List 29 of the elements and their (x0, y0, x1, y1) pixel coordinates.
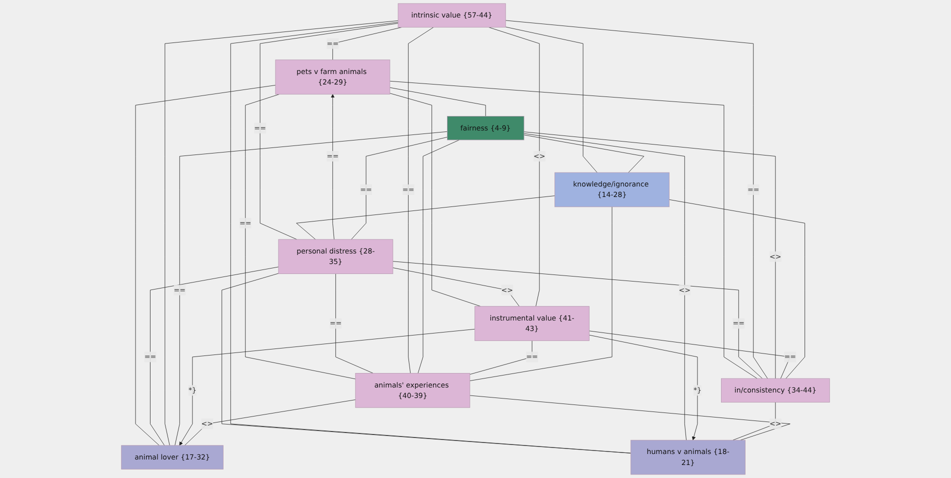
connector (164, 20, 398, 446)
connector (135, 84, 276, 446)
connector (230, 22, 632, 454)
connector (408, 27, 434, 374)
connector (470, 395, 790, 440)
connector (470, 206, 612, 382)
connector (470, 340, 532, 375)
connector (488, 27, 540, 307)
connector (296, 196, 556, 240)
connector (418, 140, 460, 374)
connector (505, 26, 598, 173)
connector (669, 199, 806, 379)
connector (524, 132, 776, 379)
connector (335, 274, 374, 374)
connector (390, 87, 486, 116)
connector (732, 402, 776, 440)
connector (390, 93, 481, 307)
connector (332, 27, 402, 60)
connector (589, 330, 790, 379)
connector (184, 400, 356, 446)
connector (505, 20, 768, 379)
connector (392, 268, 520, 307)
connector (392, 261, 763, 379)
connector (524, 133, 687, 440)
connector (351, 136, 448, 240)
connector (150, 266, 279, 446)
connector (524, 134, 644, 173)
connector (174, 131, 448, 446)
connector (390, 80, 758, 379)
